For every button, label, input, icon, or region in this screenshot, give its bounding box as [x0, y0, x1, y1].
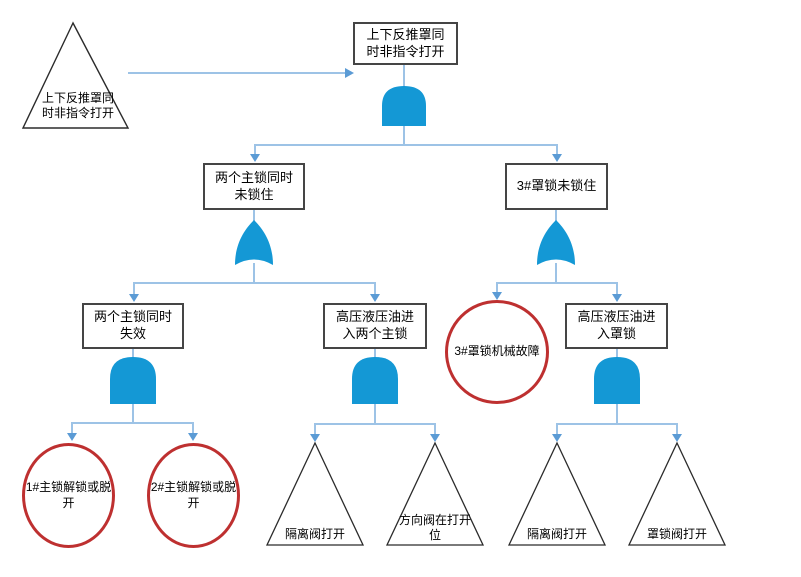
triangle-cowl-valve-open	[627, 441, 727, 546]
triangle-iso-valve-open-2	[507, 441, 607, 546]
triangle-dir-valve-open	[385, 441, 485, 546]
node-lock1-released: 1#主锁解锁或脱 开	[22, 443, 115, 548]
node-cowl-lock-unlocked: 3#罩锁未锁住	[505, 163, 608, 210]
transfer-triangle-label: 上下反推罩同 时非指令打开	[41, 91, 114, 120]
node-lock2-released: 2#主锁解锁或脱 开	[147, 443, 240, 548]
node-top-event: 上下反推罩同 时非指令打开	[353, 22, 458, 65]
node-two-main-locks-fail-label: 两个主锁同时 失效	[93, 309, 172, 341]
and-gate-locks-fail	[110, 357, 156, 404]
and-gate-oil-cowl	[594, 357, 640, 404]
node-lock1-released-label: 1#主锁解锁或脱 开	[25, 479, 112, 510]
node-lock2-released-label: 2#主锁解锁或脱 开	[150, 479, 237, 510]
node-oil-into-two-locks-label: 高压液压油进 入两个主锁	[335, 309, 414, 341]
node-oil-into-two-locks: 高压液压油进 入两个主锁	[323, 303, 427, 349]
or-gate-right	[537, 220, 575, 265]
node-two-main-locks-fail: 两个主锁同时 失效	[82, 303, 184, 349]
node-two-main-locks-unlocked-label: 两个主锁同时 未锁住	[214, 169, 293, 202]
triangle-iso-valve-open-1-label: 隔离阀打开	[284, 527, 345, 541]
node-top-event-label: 上下反推罩同 时非指令打开	[366, 26, 445, 59]
and-gate-oil-locks	[352, 357, 398, 404]
triangle-dir-valve-open-label: 方向阀在打开 位	[398, 513, 471, 542]
node-cowl-lock-unlocked-label: 3#罩锁未锁住	[516, 178, 597, 194]
or-gate-left	[235, 220, 273, 265]
triangle-cowl-valve-open-label: 罩锁阀打开	[646, 527, 707, 541]
node-oil-into-cowl-lock: 高压液压油进 入罩锁	[565, 303, 668, 349]
and-gate-top	[382, 86, 426, 126]
transfer-triangle	[21, 21, 130, 129]
node-two-main-locks-unlocked: 两个主锁同时 未锁住	[203, 163, 305, 210]
triangle-iso-valve-open-2-label: 隔离阀打开	[526, 527, 587, 541]
node-cowl-lock-mech-failure: 3#罩锁机械故障	[445, 300, 549, 404]
node-cowl-lock-mech-failure-label: 3#罩锁机械故障	[454, 344, 540, 359]
triangle-iso-valve-open-1	[265, 441, 365, 546]
node-oil-into-cowl-lock-label: 高压液压油进 入罩锁	[577, 309, 656, 341]
